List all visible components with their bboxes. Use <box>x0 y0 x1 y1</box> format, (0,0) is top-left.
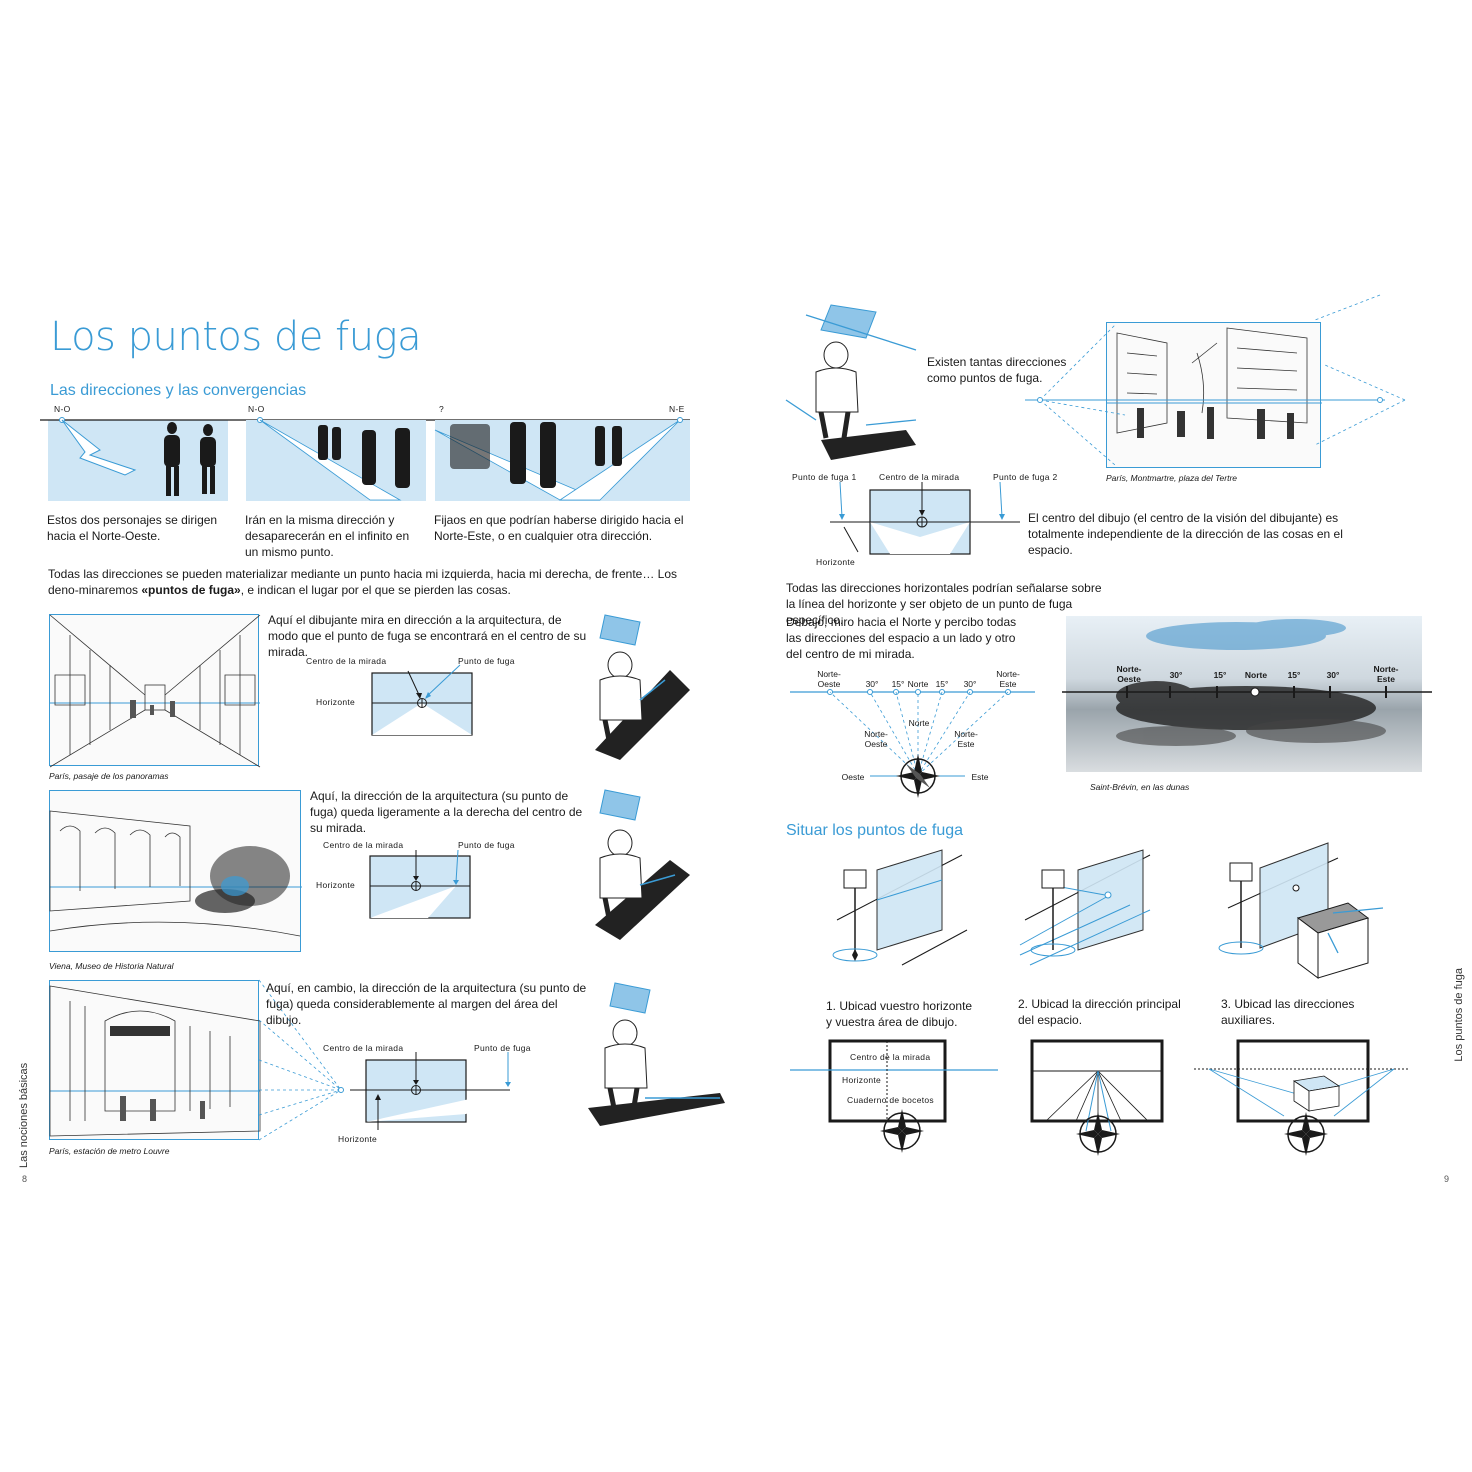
sketchbook-3 <box>1194 1039 1409 1156</box>
compass-label-norte-2: Norte <box>908 718 930 728</box>
dune-label-30b: 30° <box>1326 670 1340 680</box>
compass-label-15b: 15° <box>935 679 949 689</box>
caption-row-1: París, pasaje de los panoramas <box>49 771 169 781</box>
section-subtitle: Las direcciones y las convergencias <box>50 382 307 399</box>
compass-label-norte: Norte <box>907 679 929 689</box>
figure-directions <box>785 304 917 460</box>
dunes-horizon <box>1062 686 1432 698</box>
vanishing-lines-louvre <box>258 979 344 1141</box>
label-horizon-right: Horizonte <box>816 557 856 567</box>
label-vp-3: Punto de fuga <box>474 1043 531 1053</box>
sketch-dunes <box>1066 616 1422 772</box>
caption-row-2: Viena, Museo de Historia Natural <box>49 961 174 971</box>
page-number-right: 9 <box>1444 1174 1450 1184</box>
label-center-3: Centro de la mirada <box>323 1043 404 1053</box>
page-number-left: 8 <box>22 1174 28 1184</box>
diagram-row-3 <box>350 1052 511 1130</box>
diagram-row-1 <box>371 664 473 736</box>
intro-text-b: , e indican el lugar por el que se pierd… <box>240 583 511 597</box>
label-center-2: Centro de la mirada <box>323 840 404 850</box>
caption-row-3: París, estación de metro Louvre <box>49 1146 170 1156</box>
section2-title: Situar los puntos de fuga <box>786 822 964 839</box>
text-row-1: Aquí el dibujante mira en dirección a la… <box>268 613 587 659</box>
text-north: Debajo, miro hacia el Norte y percibo to… <box>786 615 1017 661</box>
sketch-vienna <box>49 790 302 952</box>
compass-label-15a: 15° <box>891 679 905 689</box>
book-label-center: Centro de la mirada <box>850 1052 931 1062</box>
compass-label-30b: 30° <box>963 679 977 689</box>
caption-top-3: Fijaos en que podrían haberse dirigido h… <box>434 513 684 543</box>
diagram-two-vp <box>830 481 1020 555</box>
direction-panels <box>40 417 690 501</box>
label-ne: N-E <box>669 404 685 414</box>
label-vp2: Punto de fuga 2 <box>993 472 1058 482</box>
text-center-independent: El centro del dibujo (el centro de la vi… <box>1028 511 1343 557</box>
label-vp-1: Punto de fuga <box>458 656 515 666</box>
compass-label-no-2: Norte- Oeste <box>864 729 888 749</box>
sketchbook-1 <box>790 1039 998 1153</box>
sketch-montmartre <box>1106 322 1322 468</box>
label-horizon-1: Horizonte <box>316 697 356 707</box>
label-horizon-2: Horizonte <box>316 880 356 890</box>
side-text-right: Los puntos de fuga <box>1453 968 1465 1068</box>
label-vp1: Punto de fuga 1 <box>792 472 857 482</box>
figure-walker-3 <box>588 982 725 1126</box>
caption-top-2: Irán en la misma dirección y desaparecer… <box>245 513 410 559</box>
step-3: 3. Ubicad las direcciones auxiliares. <box>1221 997 1355 1027</box>
figure-walker-1 <box>595 614 690 760</box>
dune-label-30a: 30° <box>1169 670 1183 680</box>
step-1: 1. Ubicad vuestro horizonte y vuestra ár… <box>826 999 973 1029</box>
dune-label-15a: 15° <box>1213 670 1227 680</box>
caption-montmartre: París, Montmartre, plaza del Tertre <box>1106 473 1238 483</box>
text-directions: Existen tantas direcciones como puntos d… <box>927 355 1067 385</box>
setup-diagram-3 <box>1218 842 1384 979</box>
label-center-right: Centro de la mirada <box>879 472 960 482</box>
figure-walker-2 <box>595 789 690 940</box>
caption-top-1: Estos dos personajes se dirigen hacia el… <box>47 513 218 543</box>
intro-paragraph: Todas las direcciones se pueden material… <box>48 566 688 598</box>
dune-label-norte: Norte <box>1244 670 1268 680</box>
intro-bold: «puntos de fuga» <box>141 583 241 597</box>
sketch-panoramas <box>49 614 261 768</box>
text-row-2: Aquí, la dirección de la arquitectura (s… <box>310 789 583 835</box>
compass-label-oeste: Oeste <box>841 772 865 782</box>
diagram-row-2 <box>369 849 471 919</box>
page-title: Los puntos de fuga <box>50 314 422 360</box>
compass-label-este: Este <box>971 772 989 782</box>
sketchbook-2 <box>1030 1039 1164 1156</box>
sketch-louvre <box>49 980 261 1140</box>
side-text-left: Las nociones básicas <box>18 1062 30 1168</box>
label-center-1: Centro de la mirada <box>306 656 387 666</box>
dune-label-ne: Norte- Este <box>1373 664 1399 684</box>
dune-label-no: Norte- Oeste <box>1116 664 1142 684</box>
compass-label-no: Norte- Oeste <box>817 669 841 689</box>
setup-diagram-2 <box>1019 849 1151 966</box>
compass-label-ne-2: Norte- Este <box>954 729 978 749</box>
compass-diagram <box>790 689 1035 798</box>
label-no-2: N-O <box>248 404 265 414</box>
step-2: 2. Ubicad la dirección principal del esp… <box>1018 997 1181 1027</box>
setup-diagram-1 <box>832 849 968 966</box>
side-text-right-label: Los puntos de fuga <box>1453 968 1465 1062</box>
vanishing-lines-montmartre <box>1025 294 1406 466</box>
text-row-3: Aquí, en cambio, la dirección de la arqu… <box>266 981 587 1027</box>
caption-dunes: Saint-Brévin, en las dunas <box>1090 782 1190 792</box>
book-label-horizon: Horizonte <box>842 1075 882 1085</box>
book-label-sketchbook: Cuaderno de bocetos <box>847 1095 934 1105</box>
text-horizontal-directions: Todas las direcciones horizontales podrí… <box>786 581 1102 627</box>
compass-label-30a: 30° <box>865 679 879 689</box>
label-question: ? <box>439 404 445 414</box>
dune-label-15b: 15° <box>1287 670 1301 680</box>
label-horizon-3: Horizonte <box>338 1134 378 1144</box>
label-vp-2: Punto de fuga <box>458 840 515 850</box>
compass-label-ne: Norte- Este <box>996 669 1020 689</box>
label-no-1: N-O <box>54 404 71 414</box>
intro-text-a: Todas las direcciones se pueden material… <box>48 567 678 597</box>
